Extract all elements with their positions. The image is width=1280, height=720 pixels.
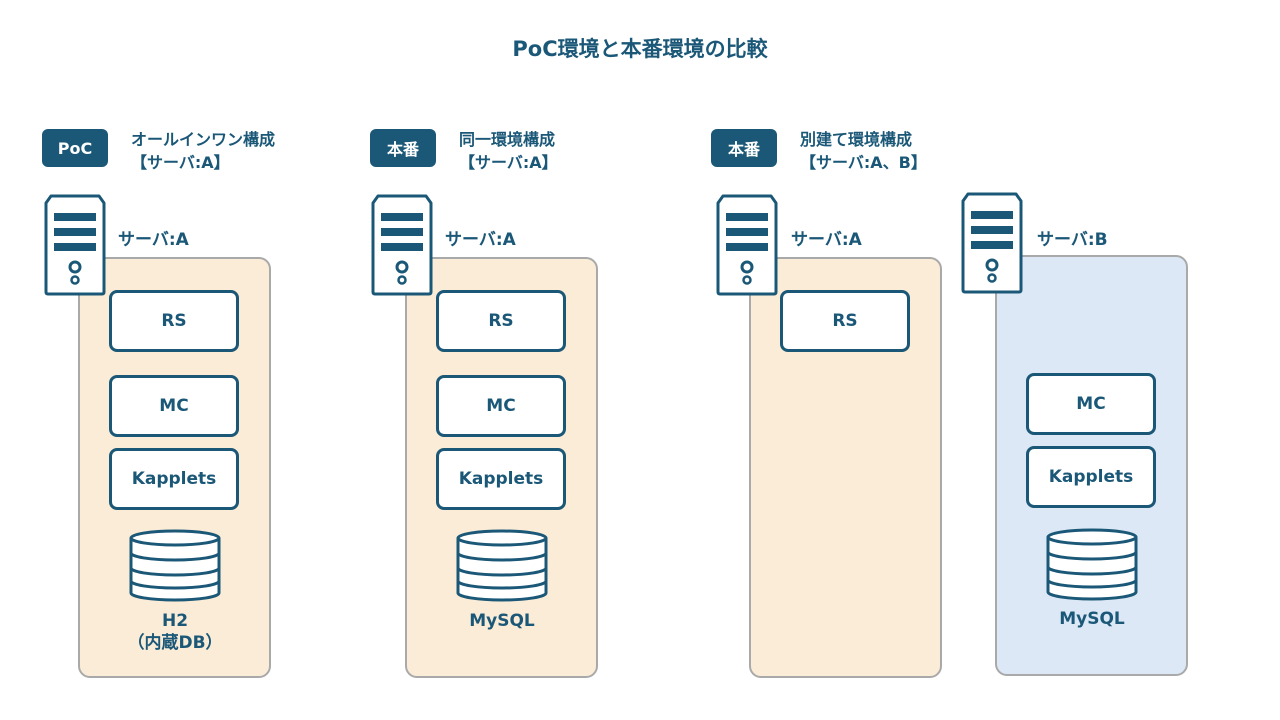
db-name: H2 bbox=[161, 611, 189, 631]
caption-line1: オールインワン構成 bbox=[131, 130, 276, 149]
caption-production-same: 同一環境構成 【サーバ:A】 bbox=[459, 128, 558, 174]
server-label: サーバ:A bbox=[118, 230, 189, 250]
component-rs: RS bbox=[780, 290, 910, 352]
component-kapplets: Kapplets bbox=[109, 448, 239, 510]
caption-poc: オールインワン構成 【サーバ:A】 bbox=[131, 128, 275, 174]
component-mc: MC bbox=[109, 375, 239, 437]
database-icon bbox=[1045, 528, 1139, 602]
badge-production-separate: 本番 bbox=[711, 129, 777, 167]
database-label: MySQL bbox=[422, 610, 582, 632]
database-label: MySQL bbox=[1012, 608, 1172, 630]
caption-production-separate: 別建て環境構成 【サーバ:A、B】 bbox=[800, 128, 927, 174]
diagram-title: PoC環境と本番環境の比較 bbox=[512, 37, 768, 61]
badge-poc: PoC bbox=[42, 129, 108, 167]
component-kapplets: Kapplets bbox=[436, 448, 566, 510]
server-icon bbox=[715, 193, 779, 297]
server-label: サーバ:A bbox=[445, 230, 516, 250]
caption-line1: 同一環境構成 bbox=[459, 130, 556, 149]
db-name: MySQL bbox=[1059, 609, 1125, 629]
server-label: サーバ:A bbox=[791, 230, 862, 250]
database-label: H2 （内蔵DB） bbox=[95, 610, 255, 654]
server-icon bbox=[370, 193, 434, 297]
badge-production-same: 本番 bbox=[370, 129, 436, 167]
caption-line2: 【サーバ:A、B】 bbox=[800, 153, 927, 172]
component-rs: RS bbox=[109, 290, 239, 352]
caption-line2: 【サーバ:A】 bbox=[459, 153, 558, 172]
component-mc: MC bbox=[436, 375, 566, 437]
caption-line1: 別建て環境構成 bbox=[800, 130, 913, 149]
database-icon bbox=[128, 529, 222, 603]
component-mc: MC bbox=[1026, 373, 1156, 435]
server-icon bbox=[43, 193, 107, 297]
caption-line2: 【サーバ:A】 bbox=[131, 153, 230, 172]
component-kapplets: Kapplets bbox=[1026, 446, 1156, 508]
db-note: （内蔵DB） bbox=[127, 633, 223, 653]
db-name: MySQL bbox=[469, 611, 535, 631]
component-rs: RS bbox=[436, 290, 566, 352]
database-icon bbox=[455, 529, 549, 603]
server-icon bbox=[960, 191, 1024, 295]
server-label: サーバ:B bbox=[1037, 230, 1108, 250]
